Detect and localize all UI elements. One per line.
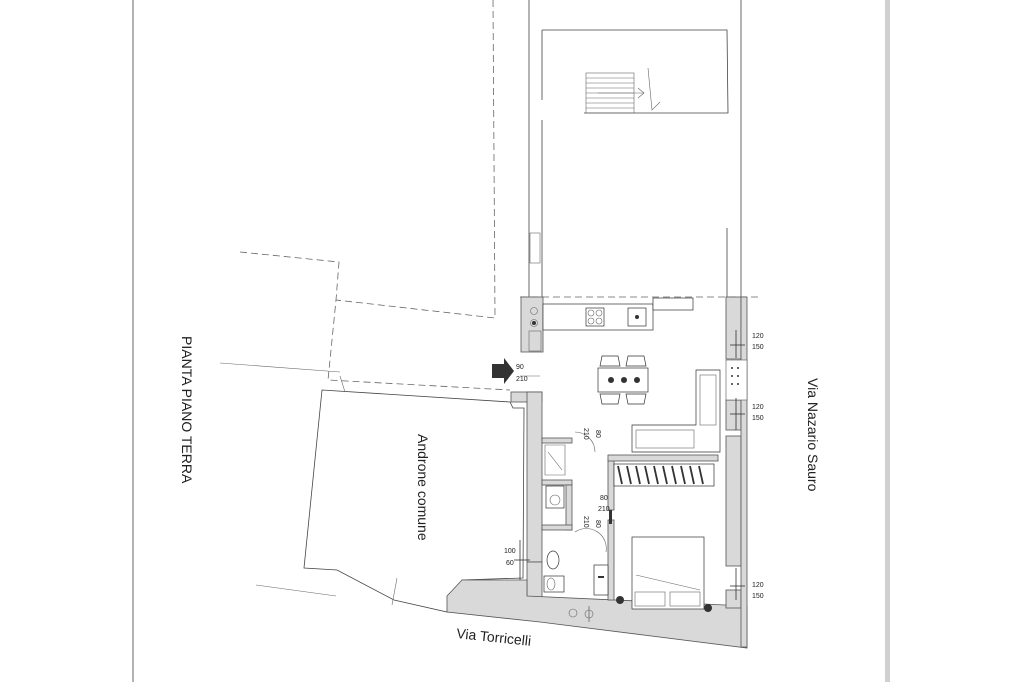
window-dim-width: 100 [504, 548, 516, 555]
door-dim-height: 210 [516, 376, 528, 383]
plan-title: PIANTA PIANO TERRA [179, 336, 195, 484]
apartment-walls [446, 296, 748, 649]
street-label-east: Via Nazario Sauro [805, 378, 821, 492]
door-dim-height: 210 [598, 506, 610, 513]
neighbour-outlines [239, 0, 760, 391]
sofa [631, 369, 721, 453]
windows [514, 330, 748, 600]
window-dim-width: 120 [752, 333, 764, 340]
door-dim-width: 90 [516, 364, 524, 371]
room-label-common-entrance: Androne comune [415, 434, 431, 541]
street-label-south: Via Torricelli [456, 625, 532, 649]
staircase [585, 67, 661, 114]
window-dim-width: 120 [752, 582, 764, 589]
window-dim-height: 60 [506, 560, 514, 567]
door-dim-width: 80 [594, 430, 601, 438]
courtyard-building [528, 0, 742, 297]
bed [616, 536, 712, 612]
door-dim-height: 210 [582, 428, 589, 440]
window-dim-width: 120 [752, 404, 764, 411]
door-dim-width: 80 [594, 520, 601, 528]
page-border-right [885, 0, 890, 682]
entrance-arrow-icon [492, 358, 514, 384]
common-entrance-outline [219, 362, 525, 613]
wardrobe [613, 463, 715, 487]
doors [520, 375, 612, 553]
dining-table [597, 355, 649, 405]
door-dim-height: 210 [582, 516, 589, 528]
window-dim-height: 150 [752, 415, 764, 422]
kitchen-counter [528, 297, 694, 352]
window-dim-height: 150 [752, 344, 764, 351]
door-dim-width: 80 [600, 495, 608, 502]
window-dim-height: 150 [752, 593, 764, 600]
bathroom-fixtures [543, 444, 609, 622]
